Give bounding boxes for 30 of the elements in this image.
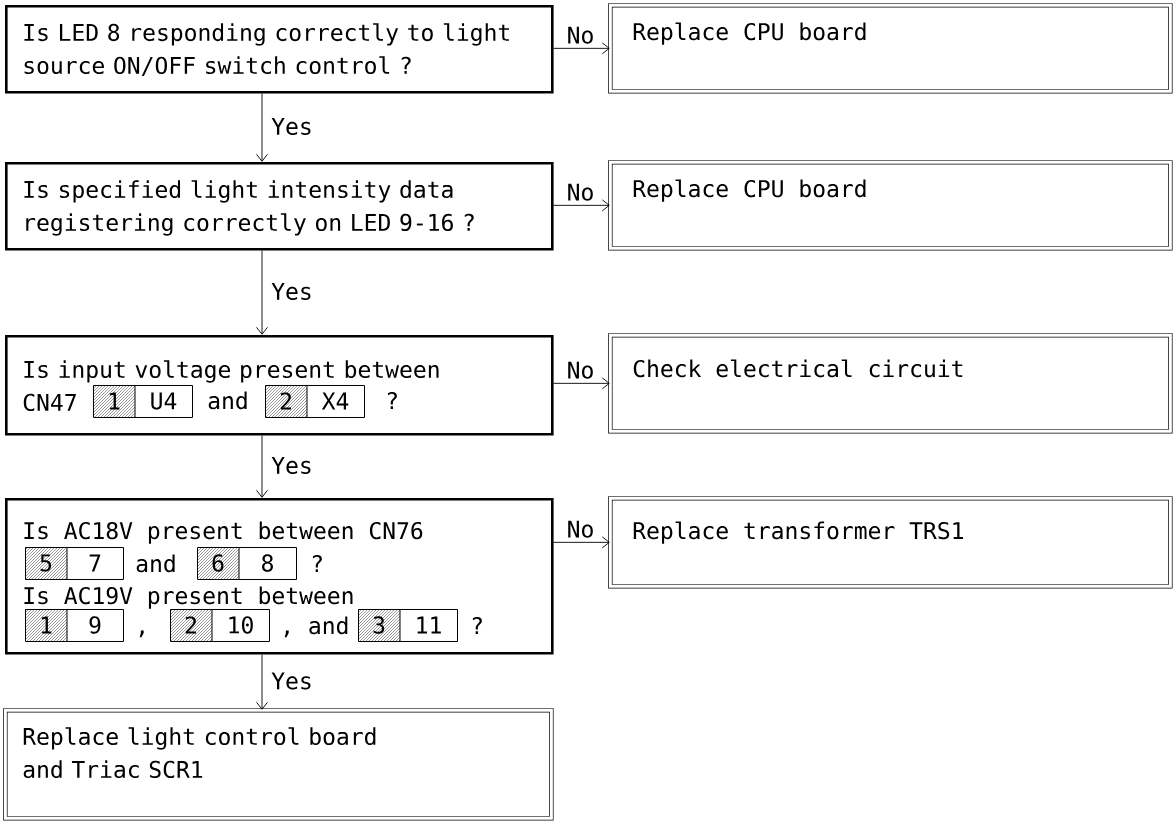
arrow bbox=[553, 42, 610, 55]
pin-label: 5 7 bbox=[25, 546, 124, 580]
edge-label: No bbox=[565, 25, 596, 45]
pin-label: 2 10 bbox=[170, 608, 270, 642]
action-box: Replace CPU board bbox=[608, 3, 1173, 94]
arrow bbox=[256, 435, 268, 498]
action-box: Replace CPU board bbox=[608, 160, 1173, 251]
pin-label: 1 9 bbox=[25, 608, 124, 642]
edge-label: Yes bbox=[270, 671, 314, 691]
pin-label: 1 U4 bbox=[93, 384, 193, 418]
decision-box: Is LED 8 responding correctly to light source ON/OFF switch control ? bbox=[5, 5, 554, 94]
arrow bbox=[553, 377, 610, 390]
edge-label: Yes bbox=[270, 455, 314, 476]
edge-label: Yes bbox=[270, 116, 314, 137]
pin-label: 6 8 bbox=[197, 546, 297, 580]
arrow bbox=[256, 93, 268, 162]
edge-label: No bbox=[565, 519, 596, 539]
action-box: Check electrical circuit bbox=[608, 333, 1173, 434]
pin-label: 2 X4 bbox=[265, 384, 365, 418]
action-box: Replace light control board and Triac SCR1 bbox=[3, 708, 554, 821]
arrow bbox=[256, 250, 268, 335]
pin-label: 3 11 bbox=[358, 608, 458, 642]
edge-label: Yes bbox=[270, 281, 314, 302]
edge-label: No bbox=[565, 360, 596, 380]
arrow bbox=[553, 536, 610, 549]
action-box: Replace transformer TRS1 bbox=[608, 496, 1173, 589]
arrow bbox=[553, 199, 610, 212]
edge-label: No bbox=[565, 182, 596, 202]
arrow bbox=[256, 654, 268, 710]
decision-box: Is specified light intensity data registering correctly on LED 9-16 ? bbox=[5, 162, 554, 251]
